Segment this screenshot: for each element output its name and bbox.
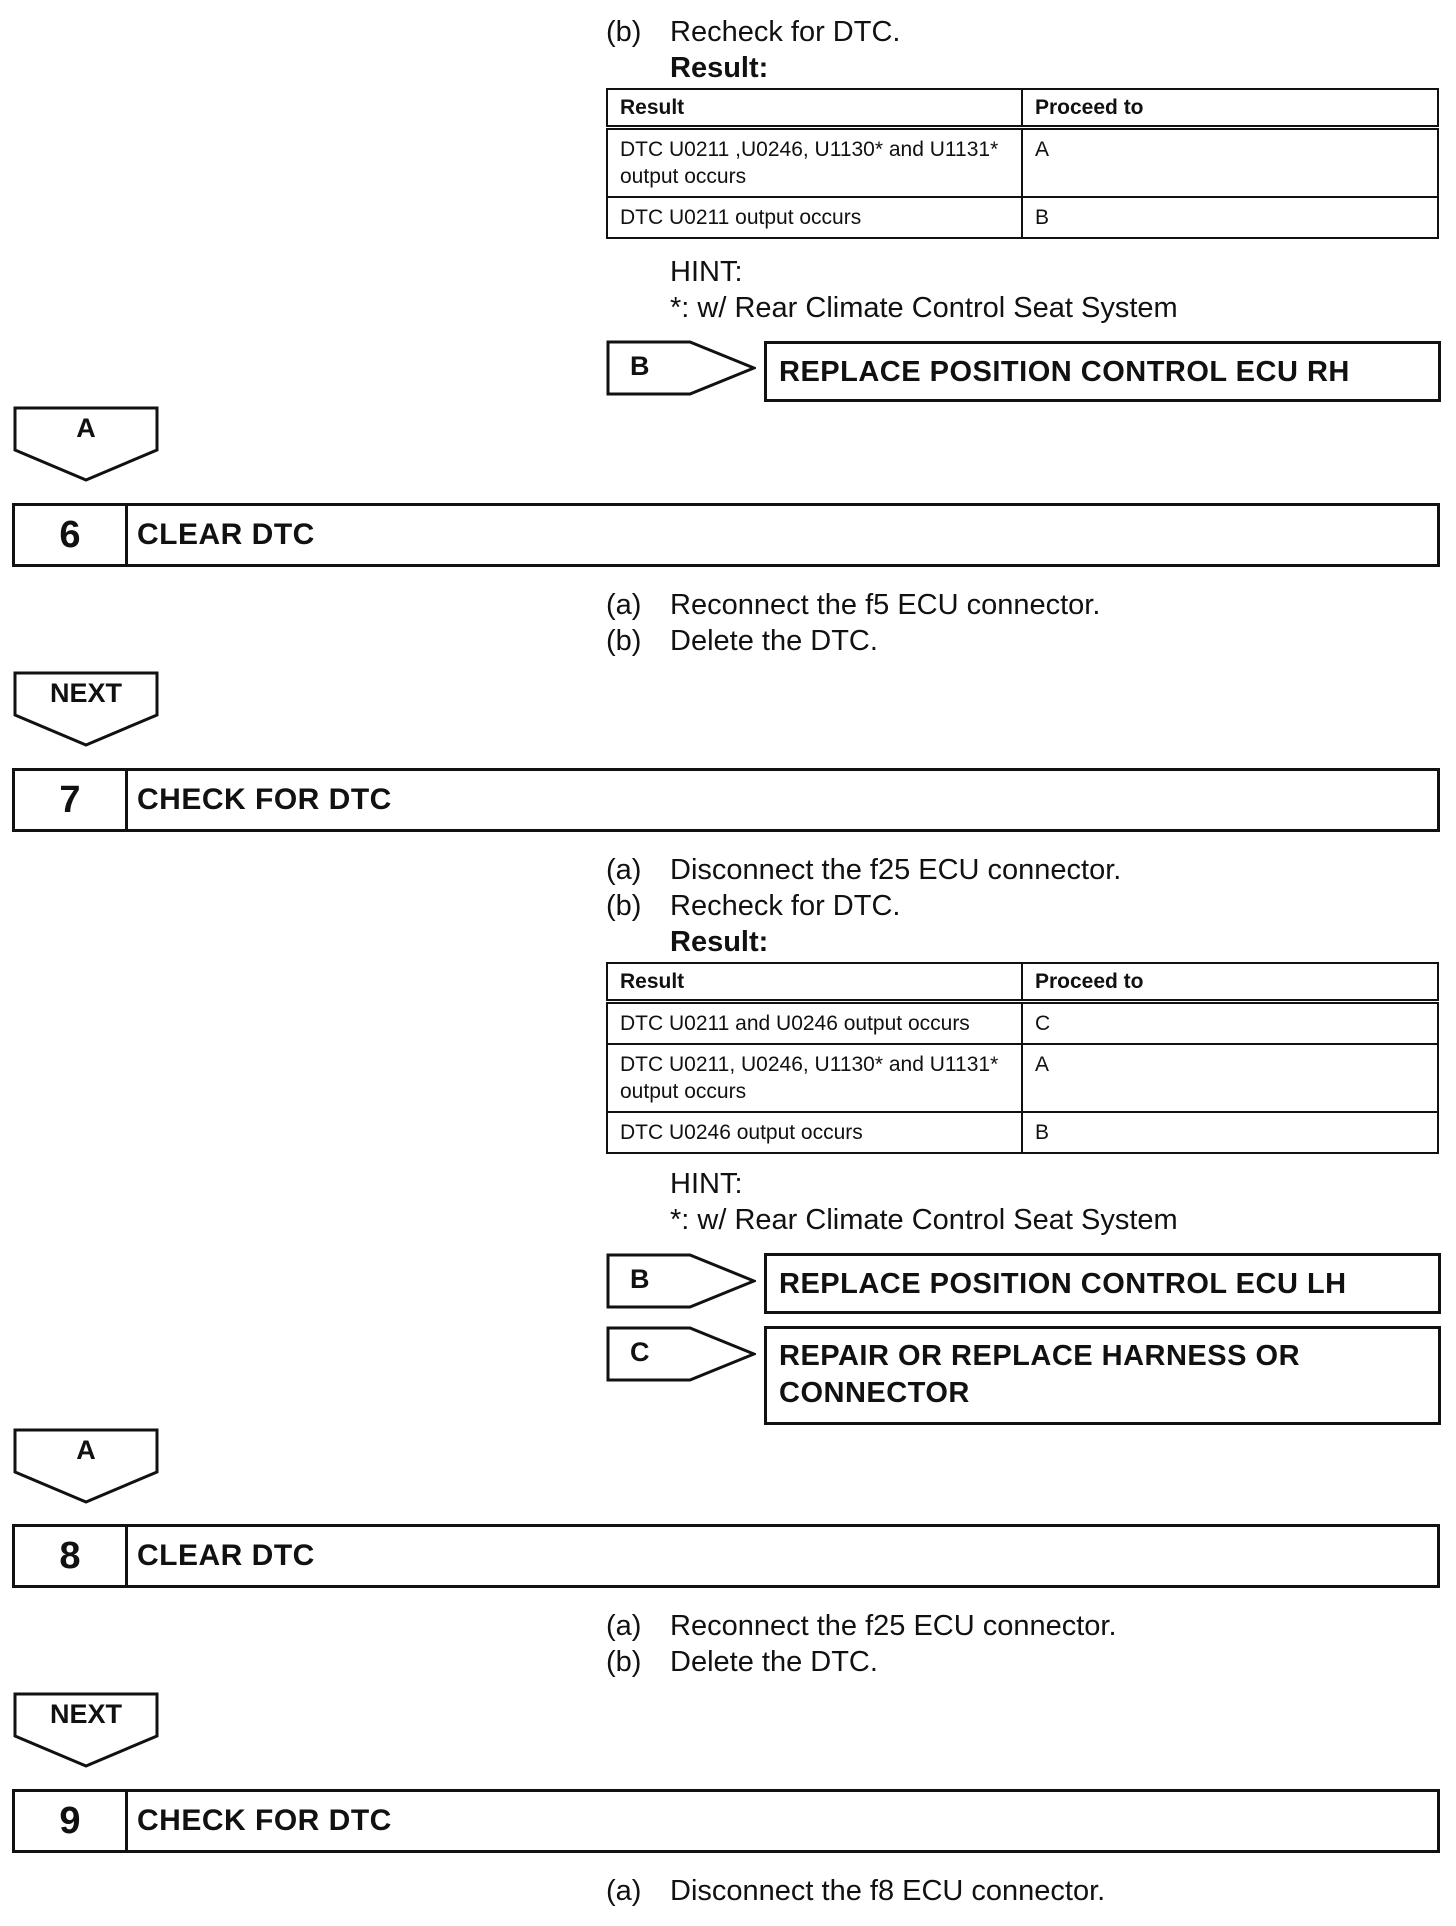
table-header-row: Result Proceed to: [606, 88, 1440, 129]
table-header-row: Result Proceed to: [606, 962, 1440, 1003]
hint-text: *: w/ Rear Climate Control Seat System: [670, 1204, 1178, 1236]
flow-arrow-label: NEXT: [49, 677, 122, 708]
hint-text: *: w/ Rear Climate Control Seat System: [670, 292, 1178, 324]
instruction-text: Delete the DTC.: [670, 1646, 878, 1678]
branch-action-text: REPLACE POSITION CONTROL ECU LH: [779, 1268, 1347, 1300]
chevron-down-icon: [13, 406, 159, 482]
flow-arrow-next: NEXT: [13, 1692, 159, 1768]
table-row: DTC U0211 ,U0246, U1130* and U1131* outp…: [606, 126, 1440, 198]
flow-arrow-next: NEXT: [13, 671, 159, 747]
instruction-text: Recheck for DTC.: [670, 16, 901, 48]
result-heading: Result:: [670, 926, 769, 958]
table-row: DTC U0246 output occurs B: [606, 1111, 1440, 1154]
table-header: Proceed to: [1020, 962, 1440, 1003]
flow-arrow-label: A: [76, 1434, 96, 1465]
instruction-text: Disconnect the f8 ECU connector.: [670, 1875, 1106, 1907]
branch-arrow-icon: [606, 1326, 758, 1382]
branch-arrow-icon: [606, 340, 758, 396]
instruction-label: (a): [606, 1875, 642, 1907]
instruction-text: Recheck for DTC.: [670, 890, 901, 922]
chevron-down-icon: [13, 1428, 159, 1504]
flow-arrow-a: A: [13, 1428, 159, 1504]
instruction-label: (a): [606, 1610, 642, 1642]
branch-action-box: REPAIR OR REPLACE HARNESS OR CONNECTOR: [764, 1326, 1441, 1425]
table-cell: B: [1020, 196, 1440, 239]
step-number: 7: [15, 771, 128, 829]
flow-arrow-label: A: [76, 412, 96, 443]
table-cell: C: [1020, 1000, 1440, 1045]
table-row: DTC U0211, U0246, U1130* and U1131* outp…: [606, 1043, 1440, 1113]
table-cell: A: [1020, 126, 1440, 198]
instruction-text: Reconnect the f25 ECU connector.: [670, 1610, 1117, 1642]
instruction-label: (a): [606, 854, 642, 886]
table-cell: DTC U0211 and U0246 output occurs: [606, 1000, 1023, 1045]
table-cell: A: [1020, 1043, 1440, 1113]
step-number: 9: [15, 1792, 128, 1850]
table-cell: B: [1020, 1111, 1440, 1154]
branch-action-text: CONNECTOR: [779, 1377, 970, 1409]
step-title: CHECK FOR DTC: [137, 783, 392, 816]
instruction-text: Delete the DTC.: [670, 625, 878, 657]
step-header-9: 9 CHECK FOR DTC: [12, 1789, 1440, 1853]
step-header-7: 7 CHECK FOR DTC: [12, 768, 1440, 832]
table-cell: DTC U0211 output occurs: [606, 196, 1023, 239]
table-header: Result: [606, 962, 1023, 1003]
chevron-down-icon: [13, 1692, 159, 1768]
branch-action-text: REPLACE POSITION CONTROL ECU RH: [779, 356, 1350, 388]
step-number: 6: [15, 506, 128, 564]
result-heading: Result:: [670, 52, 769, 84]
table-cell: DTC U0211, U0246, U1130* and U1131* outp…: [606, 1043, 1023, 1113]
branch-tag-label: C: [630, 1336, 650, 1367]
hint-label: HINT:: [670, 1168, 743, 1200]
step-number: 8: [15, 1527, 128, 1585]
step-header-6: 6 CLEAR DTC: [12, 503, 1440, 567]
branch-action-box: REPLACE POSITION CONTROL ECU LH: [764, 1253, 1441, 1314]
instruction-text: Disconnect the f25 ECU connector.: [670, 854, 1122, 886]
branch-tag-c: C: [606, 1326, 758, 1384]
instruction-label: (b): [606, 1646, 642, 1678]
table-row: DTC U0211 output occurs B: [606, 196, 1440, 239]
branch-tag-b: B: [606, 340, 758, 398]
branch-tag-b: B: [606, 1253, 758, 1311]
result-table: Result Proceed to DTC U0211 ,U0246, U113…: [606, 88, 1440, 239]
branch-arrow-icon: [606, 1253, 758, 1309]
instruction-label: (b): [606, 16, 642, 48]
step-title: CLEAR DTC: [137, 518, 315, 551]
step-title: CHECK FOR DTC: [137, 1804, 392, 1837]
step-header-8: 8 CLEAR DTC: [12, 1524, 1440, 1588]
result-table: Result Proceed to DTC U0211 and U0246 ou…: [606, 962, 1440, 1154]
branch-tag-label: B: [630, 1263, 650, 1294]
table-row: DTC U0211 and U0246 output occurs C: [606, 1000, 1440, 1045]
instruction-label: (b): [606, 625, 642, 657]
table-cell: DTC U0246 output occurs: [606, 1111, 1023, 1154]
table-header: Proceed to: [1020, 88, 1440, 129]
flow-arrow-a: A: [13, 406, 159, 482]
branch-action-text: REPAIR OR REPLACE HARNESS OR: [779, 1340, 1301, 1372]
hint-label: HINT:: [670, 256, 743, 288]
table-header: Result: [606, 88, 1023, 129]
branch-action-box: REPLACE POSITION CONTROL ECU RH: [764, 341, 1441, 402]
instruction-text: Reconnect the f5 ECU connector.: [670, 589, 1101, 621]
table-cell: DTC U0211 ,U0246, U1130* and U1131* outp…: [606, 126, 1023, 198]
chevron-down-icon: [13, 671, 159, 747]
branch-tag-label: B: [630, 350, 650, 381]
flow-arrow-label: NEXT: [49, 1698, 122, 1729]
instruction-label: (a): [606, 589, 642, 621]
instruction-label: (b): [606, 890, 642, 922]
step-title: CLEAR DTC: [137, 1539, 315, 1572]
